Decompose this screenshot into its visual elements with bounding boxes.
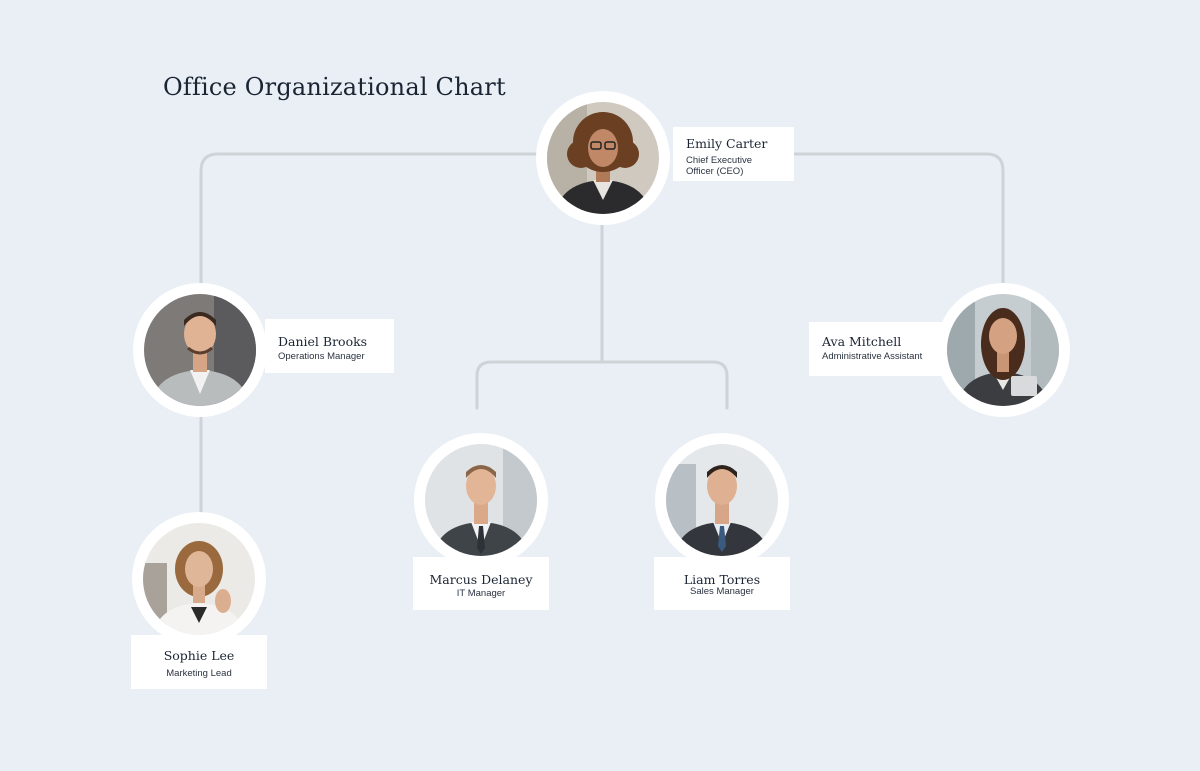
avatar-daniel-brooks: [133, 283, 267, 417]
card-sophie-lee: Sophie Lee Marketing Lead: [131, 635, 267, 689]
avatar-marcus-delaney: [414, 433, 548, 567]
role-marcus-delaney: IT Manager: [456, 588, 506, 599]
card-ava-mitchell: Ava Mitchell Administrative Assistant: [809, 322, 943, 376]
card-emily-carter: Emily Carter Chief Executive Officer (CE…: [673, 127, 794, 181]
photo-emily-carter: [547, 102, 659, 214]
name-liam-torres: Liam Torres: [683, 572, 761, 587]
card-liam-torres: Liam Torres Sales Manager: [654, 557, 790, 610]
name-sophie-lee: Sophie Lee: [163, 648, 235, 663]
photo-ava-mitchell: [947, 294, 1059, 406]
photo-liam-torres: [666, 444, 778, 556]
card-marcus-delaney: Marcus Delaney IT Manager: [413, 557, 549, 610]
connector-managers-branch: [475, 360, 729, 410]
role-emily-carter-line2: Officer (CEO): [686, 166, 744, 177]
chart-title: Office Organizational Chart: [163, 73, 506, 101]
card-daniel-brooks: Daniel Brooks Operations Manager: [265, 319, 394, 373]
name-daniel-brooks: Daniel Brooks: [278, 334, 368, 349]
role-ava-mitchell: Administrative Assistant: [822, 351, 923, 362]
role-liam-torres: Sales Manager: [690, 586, 754, 597]
role-emily-carter-line1: Chief Executive: [686, 155, 753, 166]
role-daniel-brooks: Operations Manager: [278, 351, 365, 362]
photo-daniel-brooks: [144, 294, 256, 406]
name-emily-carter: Emily Carter: [686, 136, 768, 151]
connector-ceo-to-daniel: [199, 152, 542, 285]
avatar-ava-mitchell: [936, 283, 1070, 417]
avatar-emily-carter: [536, 91, 670, 225]
photo-marcus-delaney: [425, 444, 537, 556]
avatar-sophie-lee: [132, 512, 266, 646]
connector-ceo-to-ava: [793, 152, 1005, 285]
role-sophie-lee: Marketing Lead: [166, 668, 232, 679]
photo-sophie-lee: [143, 523, 255, 635]
avatar-liam-torres: [655, 433, 789, 567]
name-ava-mitchell: Ava Mitchell: [822, 334, 902, 349]
name-marcus-delaney: Marcus Delaney: [429, 572, 533, 587]
